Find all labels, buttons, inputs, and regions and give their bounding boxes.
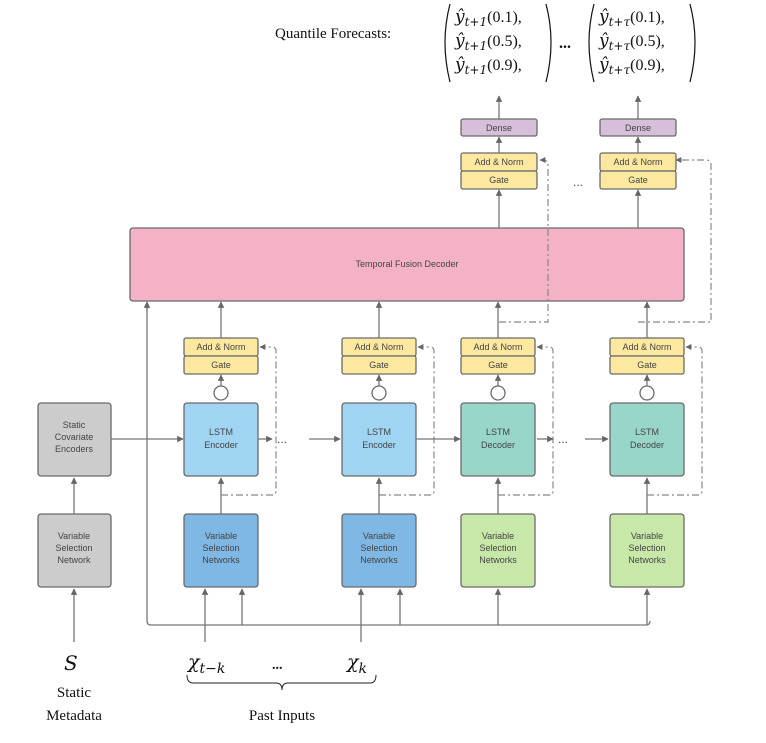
forecast-last-row: ŷt+τ(0.1), [598,7,665,29]
svg-text:Network: Network [57,555,91,565]
add-norm-label: Add & Norm [613,157,662,167]
past-inputs-brace [186,674,377,691]
lstm-label-line1: LSTM [367,427,391,437]
past-input-first: χt−k [186,651,225,677]
static-vsn-line2: Selection [55,543,92,553]
svg-text:Variable: Variable [58,531,90,541]
forecast-ellipsis: ... [559,35,571,52]
right-paren [689,3,696,83]
add-norm-label: Add & Norm [474,157,523,167]
svg-text:Static: Static [63,420,86,430]
past-input-ellipsis: ... [272,658,283,673]
quantile-forecasts-label: Quantile Forecasts: [275,26,391,42]
dense-label: Dense [625,123,651,133]
add-norm-label: Add & Norm [196,342,245,352]
vsn-label-line3: Networks [628,555,666,565]
gate-box [341,355,417,375]
gate-box [599,170,677,190]
forecast-last-row: ŷt+τ(0.5), [598,31,665,53]
lstm-label-line1: LSTM [635,427,659,437]
gate-node [639,385,655,401]
gate-box [460,355,536,375]
right-paren [545,3,552,83]
lstm-ellipsis-1: ... [277,432,287,446]
vsn-label-line3: Networks [360,555,398,565]
vsn-label-line1: Variable [482,531,514,541]
variable-selection-box [183,513,259,588]
vsn-label-line3: Networks [202,555,240,565]
vsn-label-line3: Networks [479,555,517,565]
static-vsn-line1: Variable [58,531,90,541]
gate-label: Gate [211,360,231,370]
gate-label: Gate [488,360,508,370]
lstm-decoder-box [460,402,536,477]
lstm-ellipsis-2: ... [558,432,568,446]
skip-connection-head1 [499,157,549,323]
static-label-line2: Metadata [46,708,102,724]
vsn-label-line2: Selection [479,543,516,553]
temporal-fusion-decoder-box [129,227,685,302]
dense-box [460,118,538,137]
static-label-line1: Static [57,685,92,701]
lstm-label-line1: LSTM [209,427,233,437]
temporal-fusion-decoder-label: Temporal Fusion Decoder [355,259,458,269]
add-norm-label: Add & Norm [354,342,403,352]
lstm-label-line2: Encoder [362,440,396,450]
variable-selection-box [460,513,536,588]
forecast-vector-last: ŷt+τ(0.1),ŷt+τ(0.5),ŷt+τ(0.9), [588,3,696,83]
gate-box [460,170,538,190]
gate-box [183,355,259,375]
forecast-vector-first: ŷt+1(0.1),ŷt+1(0.5),ŷt+1(0.9), [444,3,552,83]
past-inputs-label: Past Inputs [249,708,315,724]
gate-label: Gate [628,175,648,185]
lstm-label-line2: Decoder [630,440,664,450]
forecast-first-row: ŷt+1(0.1), [454,7,522,29]
static-input-symbol: S [64,651,78,675]
gate-node [490,385,506,401]
lstm-decoder-box [609,402,685,477]
past-input-last: χk [345,651,367,677]
vsn-label-line1: Variable [205,531,237,541]
static-enc-line2: Covariate [55,432,94,442]
left-paren [444,3,451,83]
gate-node [213,385,229,401]
gate-label: Gate [489,175,509,185]
output-ellipsis: ... [573,175,583,189]
static-context-bus [146,302,651,626]
lstm-label-line2: Decoder [481,440,515,450]
gate-label: Gate [637,360,657,370]
dense-box [599,118,677,137]
lstm-label-line1: LSTM [486,427,510,437]
forecast-last-row: ŷt+τ(0.9), [598,55,665,77]
dense-label: Dense [486,123,512,133]
vsn-label-line2: Selection [360,543,397,553]
variable-selection-box [609,513,685,588]
static-enc-line3: Encoders [55,444,94,454]
vsn-label-line1: Variable [631,531,663,541]
forecast-first-row: ŷt+1(0.9), [454,55,522,77]
add-norm-label: Add & Norm [473,342,522,352]
left-paren [588,3,595,83]
vsn-label-line1: Variable [363,531,395,541]
vsn-label-line2: Selection [628,543,665,553]
lstm-label-line2: Encoder [204,440,238,450]
gate-node [371,385,387,401]
svg-text:Selection: Selection [55,543,92,553]
vsn-label-line2: Selection [202,543,239,553]
gate-label: Gate [369,360,389,370]
gate-box [609,355,685,375]
add-norm-label: Add & Norm [622,342,671,352]
static-enc-line1: Static [63,420,86,430]
forecast-first-row: ŷt+1(0.5), [454,31,522,53]
svg-text:Encoders: Encoders [55,444,94,454]
variable-selection-box [341,513,417,588]
svg-text:Covariate: Covariate [55,432,94,442]
static-vsn-line3: Network [57,555,91,565]
skip-connection-head2 [638,157,712,323]
